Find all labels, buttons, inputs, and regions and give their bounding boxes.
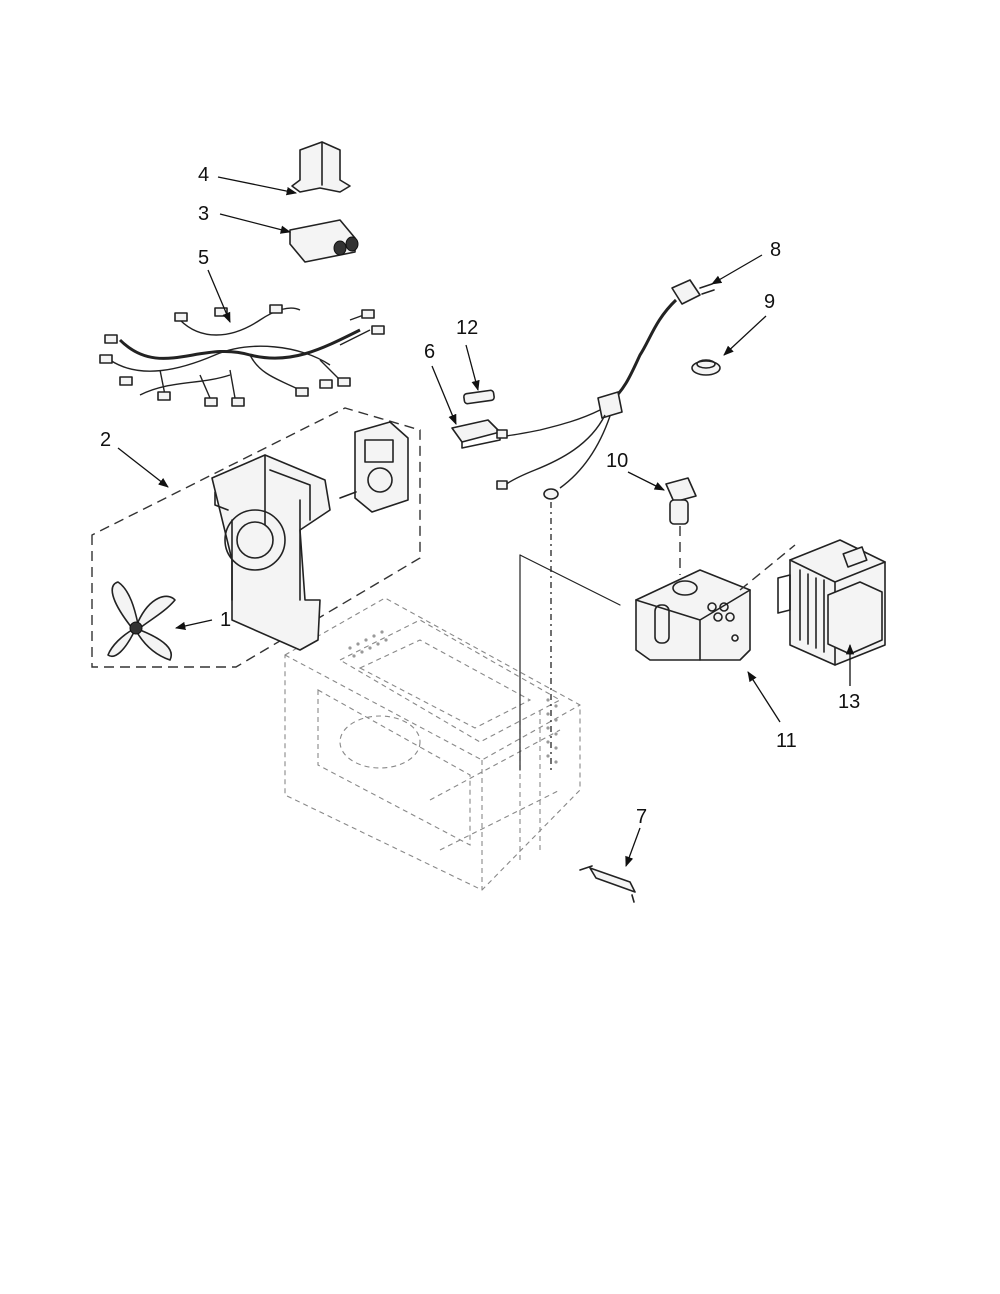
vent-holes-top [348,630,388,658]
fan-assembly-outline [91,407,421,668]
callout-8: 8 [770,239,781,261]
fan-motor[interactable] [339,421,409,513]
fan-blade[interactable] [107,581,176,661]
capacitor[interactable] [289,219,359,263]
fan-bracket[interactable] [211,454,331,651]
callout-7: 7 [636,806,647,828]
leader-lines [117,176,855,867]
callout-13: 13 [838,691,860,713]
callout-5: 5 [198,247,209,269]
capacitor-bracket[interactable] [291,141,351,193]
thermal-cutoff[interactable] [691,359,721,376]
callout-9: 9 [764,291,775,313]
fuse[interactable] [463,389,495,405]
callout-3: 3 [198,203,209,225]
fuse-holder[interactable] [451,419,501,449]
callout-1: 1 [220,609,231,631]
callout-10: 10 [606,450,628,472]
transformer-bracket[interactable] [635,544,796,661]
hv-diode[interactable] [665,477,697,575]
callout-12: 12 [456,317,478,339]
wiring-harness[interactable] [99,304,385,407]
bracket-alignment-line [519,554,621,771]
magnetron[interactable] [777,539,886,666]
power-cord[interactable] [496,279,715,500]
callout-11: 11 [776,730,797,752]
callout-4: 4 [198,164,209,186]
harness-connectors [99,304,385,407]
vent-holes-side [546,698,558,764]
callout-6: 6 [424,341,435,363]
door-switch[interactable] [579,865,636,903]
microwave-cabinet-ghost [284,597,581,891]
callout-2: 2 [100,429,111,451]
